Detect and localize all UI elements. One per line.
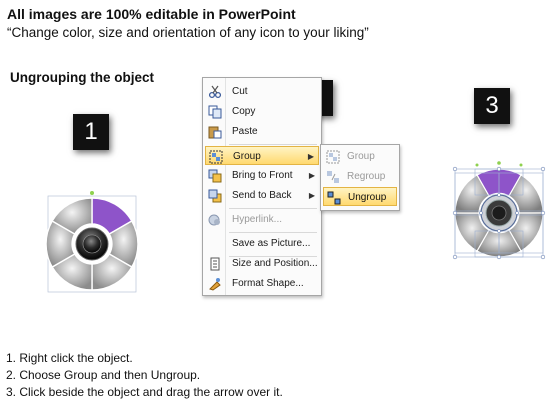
selection-handles[interactable] (452, 166, 546, 260)
page-subtitle: “Change color, size and orientation of a… (7, 25, 369, 40)
step-badge-3: 3 (474, 88, 510, 124)
rotate-handle[interactable] (90, 191, 94, 195)
menu-item-format-shape[interactable]: Format Shape... (205, 274, 319, 293)
ring-segment (454, 174, 490, 214)
ring-hub-inner (491, 205, 507, 221)
section-title: Ungrouping the object (10, 70, 154, 85)
submenu-item-group[interactable]: Group (323, 147, 397, 166)
submenu-item-label: Ungroup (348, 192, 387, 203)
menu-item-label: Bring to Front (232, 170, 293, 181)
regroup-icon (327, 171, 339, 183)
menu-item-label: Copy (232, 106, 256, 117)
menu-separator (229, 232, 317, 233)
submenu-arrow-icon: ▶ (308, 171, 315, 180)
menu-item-label: Paste (232, 126, 258, 137)
menu-item-label: Save as Picture... (232, 238, 311, 249)
instruction-item: 3. Click beside the object and drag the … (6, 385, 283, 399)
ring-diagram-grouped[interactable] (44, 186, 140, 296)
format-shape-icon (209, 278, 221, 291)
copy-icon (208, 105, 222, 119)
size-position-icon (210, 257, 220, 271)
ring-hub-inner (82, 234, 102, 254)
context-menu: Cut Copy Paste Group ▶ Bring to Front ▶ … (202, 77, 322, 296)
page-title: All images are 100% editable in PowerPoi… (7, 6, 296, 22)
submenu-item-ungroup[interactable]: Ungroup (323, 187, 397, 206)
menu-item-label: Format Shape... (232, 278, 304, 289)
menu-item-label: Send to Back (232, 190, 292, 201)
ring-diagram-ungrouped[interactable] (447, 159, 551, 267)
submenu-arrow-icon: ▶ (308, 191, 315, 200)
rotate-handles[interactable] (475, 161, 523, 167)
menu-item-bring-to-front[interactable]: Bring to Front ▶ (205, 166, 319, 185)
scissors-icon (208, 85, 222, 99)
menu-item-hyperlink[interactable]: Hyperlink... (205, 210, 319, 229)
hyperlink-icon (208, 214, 220, 226)
menu-item-copy[interactable]: Copy (205, 102, 319, 121)
group-icon (209, 150, 223, 164)
ring-segment (51, 197, 93, 235)
menu-item-cut[interactable]: Cut (205, 82, 319, 101)
menu-item-send-to-back[interactable]: Send to Back ▶ (205, 186, 319, 205)
menu-item-label: Group (233, 151, 261, 162)
menu-item-save-as-picture[interactable]: Save as Picture... (205, 234, 319, 253)
menu-item-label: Hyperlink... (232, 214, 283, 225)
menu-item-group[interactable]: Group ▶ (205, 146, 319, 165)
instruction-item: 1. Right click the object. (6, 351, 133, 365)
submenu-item-label: Regroup (347, 171, 386, 182)
menu-item-paste[interactable]: Paste (205, 122, 319, 141)
menu-separator (229, 208, 317, 209)
menu-separator (229, 144, 317, 145)
submenu-arrow-icon: ▶ (307, 152, 314, 161)
menu-item-label: Size and Position... (232, 258, 318, 269)
menu-item-label: Cut (232, 86, 248, 97)
submenu-item-regroup[interactable]: Regroup (323, 167, 397, 186)
instruction-list: 1. Right click the object. 2. Choose Gro… (6, 350, 283, 401)
menu-item-size-and-position[interactable]: Size and Position... (205, 254, 319, 273)
submenu-item-label: Group (347, 151, 375, 162)
instruction-item: 2. Choose Group and then Ungroup. (6, 368, 201, 382)
menu-separator (229, 256, 317, 257)
bring-front-icon (208, 169, 222, 183)
ungroup-icon (327, 191, 341, 205)
group-icon (326, 150, 340, 164)
send-back-icon (208, 189, 222, 203)
step-badge-1: 1 (73, 114, 109, 150)
paste-icon (208, 126, 222, 139)
group-submenu: Group Regroup Ungroup (320, 144, 400, 211)
